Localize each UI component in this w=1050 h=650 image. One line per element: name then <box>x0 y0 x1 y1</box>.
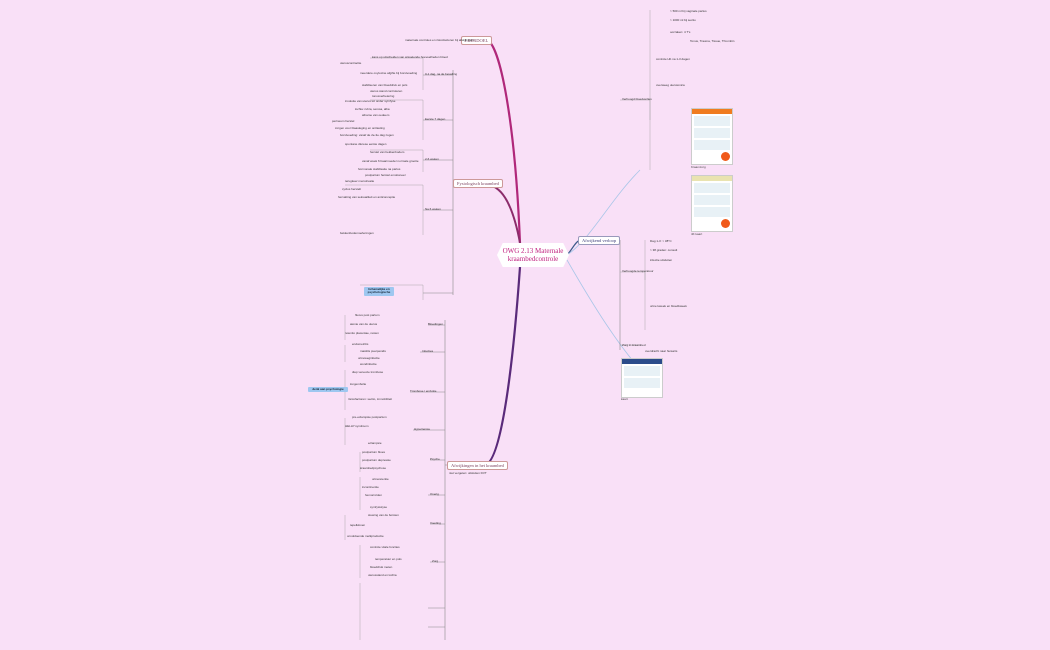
afw-item: stuwing van de borsten <box>368 513 399 517</box>
afw-group[interactable]: Psyche <box>430 457 440 461</box>
afwijkend-item: > 1000 ml bij sectio <box>670 18 696 22</box>
fys-branch-4[interactable]: Na 6 weken <box>425 207 441 211</box>
hub-afwijkingen-sub: niet vergeten: uitsluiten DVT <box>449 471 487 475</box>
fys-b2-item: borstvoeding: vanaf de 2e-3e dag zogen <box>340 133 394 137</box>
fys-branch-1[interactable]: 0-1 dag, na de bevalling <box>425 72 458 76</box>
poster-kaart[interactable] <box>621 358 663 398</box>
afwijkend-item: controle Hb na 1-3 dagen <box>656 57 690 61</box>
afwijkend-item: oorzaken: 4 T's <box>670 30 691 34</box>
afw-group[interactable]: Infecties <box>422 349 434 353</box>
afwijkend-sub[interactable]: Verhoogd bloedverlies <box>622 97 652 101</box>
poster-4k[interactable] <box>691 175 733 232</box>
afw-item: postpartum blues <box>362 450 386 454</box>
fys-b2-item: spontane diurese eerste dagen <box>345 142 387 146</box>
central-topic-line2: kraambedcontrole <box>507 255 559 263</box>
afw-item: risicofactoren: sectio, immobiliteit <box>348 397 393 401</box>
afwijkend-item: infectie uitsluiten <box>650 258 673 262</box>
afw-item: urineweginfectie <box>358 356 380 360</box>
hub-leerdoel[interactable]: LEERDOEL <box>461 36 493 45</box>
afw-item: incontinentie <box>362 485 379 489</box>
fys-b4-item: bekkenbodemoefeningen <box>340 231 374 235</box>
hub-afwijkend[interactable]: Afwijkend verloop <box>578 236 621 245</box>
branch-leerdoel <box>486 38 522 244</box>
leerdoel-text: maternale controles en risicofactoren bi… <box>405 38 474 42</box>
poster-kraamzorg[interactable] <box>691 108 733 165</box>
afw-item: postpartum depressie <box>362 458 391 462</box>
tag-lichamelijk: lichamelijke en psychologische <box>364 287 394 296</box>
fys-branch-2[interactable]: Eerste 7 dagen <box>425 117 446 121</box>
fys-branch-3[interactable]: 2-6 weken <box>425 157 439 161</box>
afw-item: wondinfectie <box>360 362 377 366</box>
hub-afwijkingen[interactable]: Afwijkingen in het kraambed <box>447 461 508 470</box>
afw-item: hemorroïden <box>365 493 383 497</box>
afwijkend-sub[interactable]: Verhoogde temperatuur <box>622 269 654 273</box>
fys-b1-item: uterus stand controleren <box>370 89 403 93</box>
afw-item: atonie van de uterus <box>350 322 378 326</box>
afw-item: tepelkloven <box>350 523 366 527</box>
afw-item: urineretentie <box>372 477 389 481</box>
fys-b2-item: perineum herstel <box>332 119 355 123</box>
afw-group[interactable]: Overig <box>430 492 439 496</box>
fys-b3-item: hormonale stabilisatie na partus <box>358 167 401 171</box>
fys-b2-item: involutie van uterus tot onder symfyse <box>345 99 396 103</box>
afwijkend-item: > 500 ml bij vaginale partus <box>670 9 707 13</box>
afwijkend-item: Dag 1-3: > 38°C <box>650 239 672 243</box>
fys-b1-item: kans op uitscheiden van wisselende hoeve… <box>372 55 448 59</box>
afw-item: bloeddruk meten <box>370 565 393 569</box>
fys-b3-item: vanaf week 6 baarmoeder normale grootte <box>362 159 419 163</box>
afw-group[interactable]: Trombose / embolie <box>410 389 437 393</box>
afw-item: uterusstand en lochia <box>368 573 397 577</box>
afw-item: controle vitale functies <box>370 545 400 549</box>
afwijkend-item: urine kweek en bloedkweek <box>650 304 687 308</box>
fys-b4-item: hervatting van seksualiteit en anticonce… <box>338 195 396 199</box>
branch-afwijkingen <box>484 266 522 467</box>
central-topic[interactable]: OWG 2.13 Maternale kraambedcontrole <box>497 243 569 267</box>
fys-b1-item: stabiliseren van bloeddruk en pols <box>362 83 408 87</box>
fys-b1-item: tonusverbetering <box>372 94 395 98</box>
branch-fysiologisch <box>484 183 521 244</box>
central-topic-line1: OWG 2.13 Maternale <box>502 247 564 255</box>
fys-b1-item: uteruscontractie <box>340 61 362 65</box>
fys-b2-item: lochia: rubra, serosa, alba <box>355 107 390 111</box>
afw-item: pre-eclampsie postpartum <box>352 415 387 419</box>
afw-item: endometritis <box>352 342 369 346</box>
afw-item: fluxus post partum <box>355 313 380 317</box>
afw-item: longembolie <box>350 382 367 386</box>
afw-group[interactable]: Zorg <box>432 559 439 563</box>
afw-item: kraambedpsychose <box>360 466 387 470</box>
afwijkend-item: overweeg uterotonica <box>656 83 685 87</box>
afw-item: diep veneuze trombose <box>352 370 384 374</box>
afwijkend-sub[interactable]: Zorg in kraambed <box>622 343 646 347</box>
poster-4k-caption: 4K kaart <box>691 232 703 236</box>
afw-item: onvoldoende melkproductie <box>347 534 384 538</box>
poster-kraamzorg-caption: Kraamzorg <box>691 165 706 169</box>
poster-kaart-caption: kaart <box>621 397 628 401</box>
fys-b4-item: terugkeer menstruatie <box>345 179 375 183</box>
afwijkend-item: overdracht naar huisarts <box>645 349 678 353</box>
afw-group[interactable]: Bloedingen <box>428 322 444 326</box>
fys-b3-item: herstel van bekkenbodem <box>370 150 405 154</box>
afw-item: mastitis puerperalis <box>360 349 386 353</box>
fys-b1-item: meerdere oxytocine afgifte bij borstvoed… <box>360 71 418 75</box>
afwijkend-item: Tonus, Trauma, Tissue, Thrombin <box>690 39 735 43</box>
hub-fysiologisch[interactable]: Fysiologisch kraambed <box>453 179 503 188</box>
afw-item: retentio placentae, resten <box>345 331 379 335</box>
fys-b2-item: afname van oedeem <box>362 113 390 117</box>
fys-b3-item: postpartum herstel emotioneel <box>365 173 406 177</box>
fys-b2-item: zorgen voor blaasleging en ontlasting <box>335 126 385 130</box>
afw-item: temperatuur en pols <box>375 557 402 561</box>
afw-group[interactable]: Voeding <box>430 521 441 525</box>
afwijkend-item: > 38 graden: consult <box>650 248 678 252</box>
afw-item: symfysiolyse <box>370 505 388 509</box>
fys-b4-item: cyclus herstelt <box>342 187 362 191</box>
afw-item: eclampsie <box>368 441 382 445</box>
afw-group[interactable]: Hypertensie <box>414 427 431 431</box>
tag-psychologie: denk aan psychologie <box>308 387 348 393</box>
afw-item: HELLP syndroom <box>345 424 369 428</box>
